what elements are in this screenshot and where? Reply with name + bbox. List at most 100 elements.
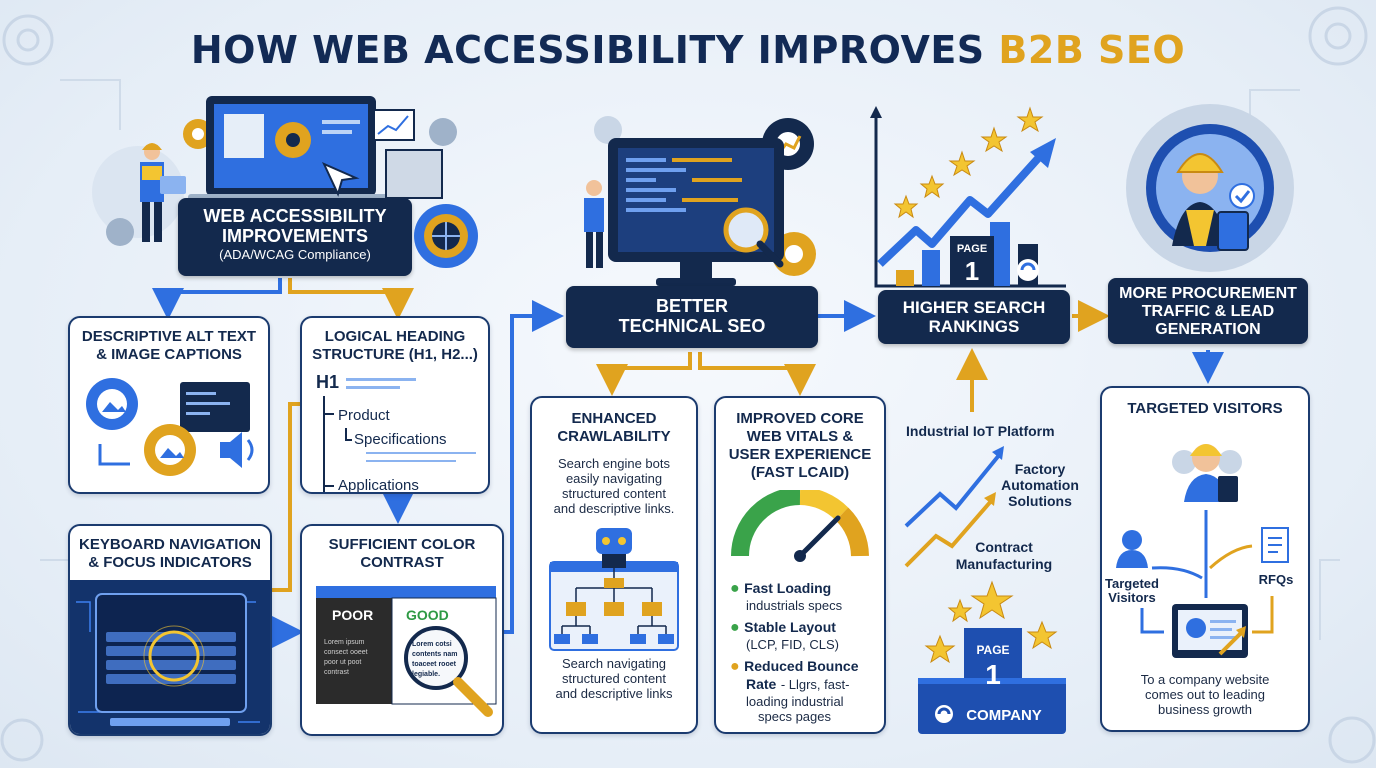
keyword-automation: Automation [1001,477,1079,493]
crawl-illustration [549,528,679,651]
checkmark-icon [1229,183,1255,209]
page-one-badge [950,236,994,286]
vitals-title-3: USER EXPERIENCE [728,446,872,463]
technical-seo-line2: TECHNICAL SEO [618,316,766,336]
crawl-foot-line: structured content [561,671,667,686]
crawl-desc-line: structured content [561,486,667,501]
contrast-illustration: POOR GOOD Lorem ipsum consect ooeet poor… [316,586,497,717]
visitors-flow-illustration: Targeted Visitors RFQs [1105,444,1294,658]
crawl-title-1: ENHANCED [571,410,657,427]
good-text-line: contents nam [412,651,458,658]
speaker-icon [220,432,242,468]
visitors-card: TARGETED VISITORS Targeted Visitors RFQs [1100,386,1310,732]
vitals-title-4: (FAST LCAID) [750,464,850,481]
vitals-bullet-3-sub3: specs pages [758,709,831,724]
arrow-to-alt-text [152,278,282,320]
heading-tree: H1 Product Specifications Applications [316,372,476,492]
gear-icon [1308,6,1368,66]
keyboard-title-1: KEYBOARD NAVIGATION [79,536,261,553]
gear-icon [106,218,134,246]
crawl-card: ENHANCED CRAWLABILITY Search engine bots… [530,396,698,734]
good-text-line: legiable. [412,671,440,678]
arrow-to-vitals [698,352,816,396]
globe-gear-icon [414,204,478,268]
bullet-dot-icon: ● [730,658,740,675]
worker-icon [586,180,602,196]
heading-item-applications: Applications [338,477,419,492]
vitals-title-2: WEB VITALS & [746,428,854,445]
visitors-title: TARGETED VISITORS [1127,400,1283,417]
gear-icon [0,718,44,762]
gear-icon [1328,716,1376,764]
user-icon [1122,530,1142,550]
code-icon [180,382,250,432]
star-icon [1026,620,1058,650]
page-title: HOW WEB ACCESSIBILITY IMPROVES B2B SEO [0,28,1376,72]
accessibility-line2: IMPROVEMENTS [221,226,368,246]
contrast-title-2: CONTRAST [360,554,444,571]
arrow-to-heading [288,278,414,320]
crawl-foot-line: and descriptive links [555,686,673,701]
chart-icon [373,109,415,141]
vitals-bullet-3-sub: - Llgrs, fast- [780,677,850,692]
visitors-foot-line: comes out to leading [1145,687,1265,702]
crawl-foot-line: Search navigating [561,656,667,671]
heading-title-1: LOGICAL HEADING [324,328,466,345]
procurement-illustration [1126,104,1294,272]
accessibility-illustration [92,96,457,246]
vitals-bullet-2: Stable Layout [744,619,836,635]
contrast-card: SUFFICIENT COLOR CONTRAST POOR GOOD Lore… [300,524,504,736]
gear-icon [429,118,457,146]
keyword-growth-illustration: Industrial IoT Platform Factory Automati… [904,423,1079,572]
arrow-to-technical-seo [504,300,564,634]
bullet-dot-icon: ● [730,580,740,597]
arrow-heading-keyboard [272,402,300,592]
rankings-page-number: 1 [965,256,979,286]
contrast-poor: POOR [332,607,373,623]
vitals-title-1: IMPROVED CORE [736,410,864,427]
rankings-page-label: PAGE [957,243,987,255]
poor-text-line: consect ooeet [324,649,368,656]
podium-illustration: PAGE 1 COMPANY [918,580,1066,734]
vitals-bullet-3-rate: Rate [746,676,777,692]
arrow-to-crawl [596,352,692,396]
robot-icon [596,528,632,554]
visitors-left-1: Targeted [1105,576,1159,591]
alt-text-title-1: DESCRIPTIVE ALT TEXT [81,328,257,345]
procurement-line2: TRAFFIC & LEAD [1141,303,1275,320]
contrast-title-1: SUFFICIENT COLOR [328,536,476,553]
vitals-card: IMPROVED CORE WEB VITALS & USER EXPERIEN… [714,396,886,734]
poor-text-line: Lorem ipsum [324,639,365,646]
focus-ring-icon [148,630,200,682]
gear-icon [594,116,622,144]
crawl-title-2: CRAWLABILITY [557,428,671,445]
procurement-line1: MORE PROCUREMENT [1119,285,1297,302]
heading-h1: H1 [316,372,339,392]
visitors-foot-line: To a company website [1140,672,1270,687]
factory-icon [385,149,443,199]
magnifier-icon [723,207,769,253]
technical-seo-box: BETTER TECHNICAL SEO [566,286,818,348]
crawl-desc-line: and descriptive links. [553,501,675,516]
rankings-box: HIGHER SEARCH RANKINGS [878,290,1070,344]
keyboard-illustration [70,580,270,734]
rankings-line2: RANKINGS [928,317,1020,336]
star-icon [970,580,1014,620]
visitors-rfq: RFQs [1259,572,1294,587]
alt-text-card: DESCRIPTIVE ALT TEXT & IMAGE CAPTIONS [68,316,270,494]
heading-item-specs: Specifications [354,431,447,448]
gear-icon [2,14,54,66]
vitals-bullet-1: Fast Loading [744,580,832,596]
crawl-desc-line: Search engine bots [557,456,671,471]
accessibility-line1: WEB ACCESSIBILITY [203,206,387,226]
keyword-contract: Contract [975,539,1033,555]
procurement-line3: GENERATION [1155,321,1261,338]
poor-text-line: contrast [324,669,349,676]
vitals-bullet-3: Reduced Bounce [744,658,859,674]
keyboard-card: KEYBOARD NAVIGATION & FOCUS INDICATORS [68,524,272,736]
speed-gauge-icon [731,490,869,562]
good-text-line: toaceet rooet [412,661,457,668]
title-accent: B2B SEO [998,28,1186,72]
